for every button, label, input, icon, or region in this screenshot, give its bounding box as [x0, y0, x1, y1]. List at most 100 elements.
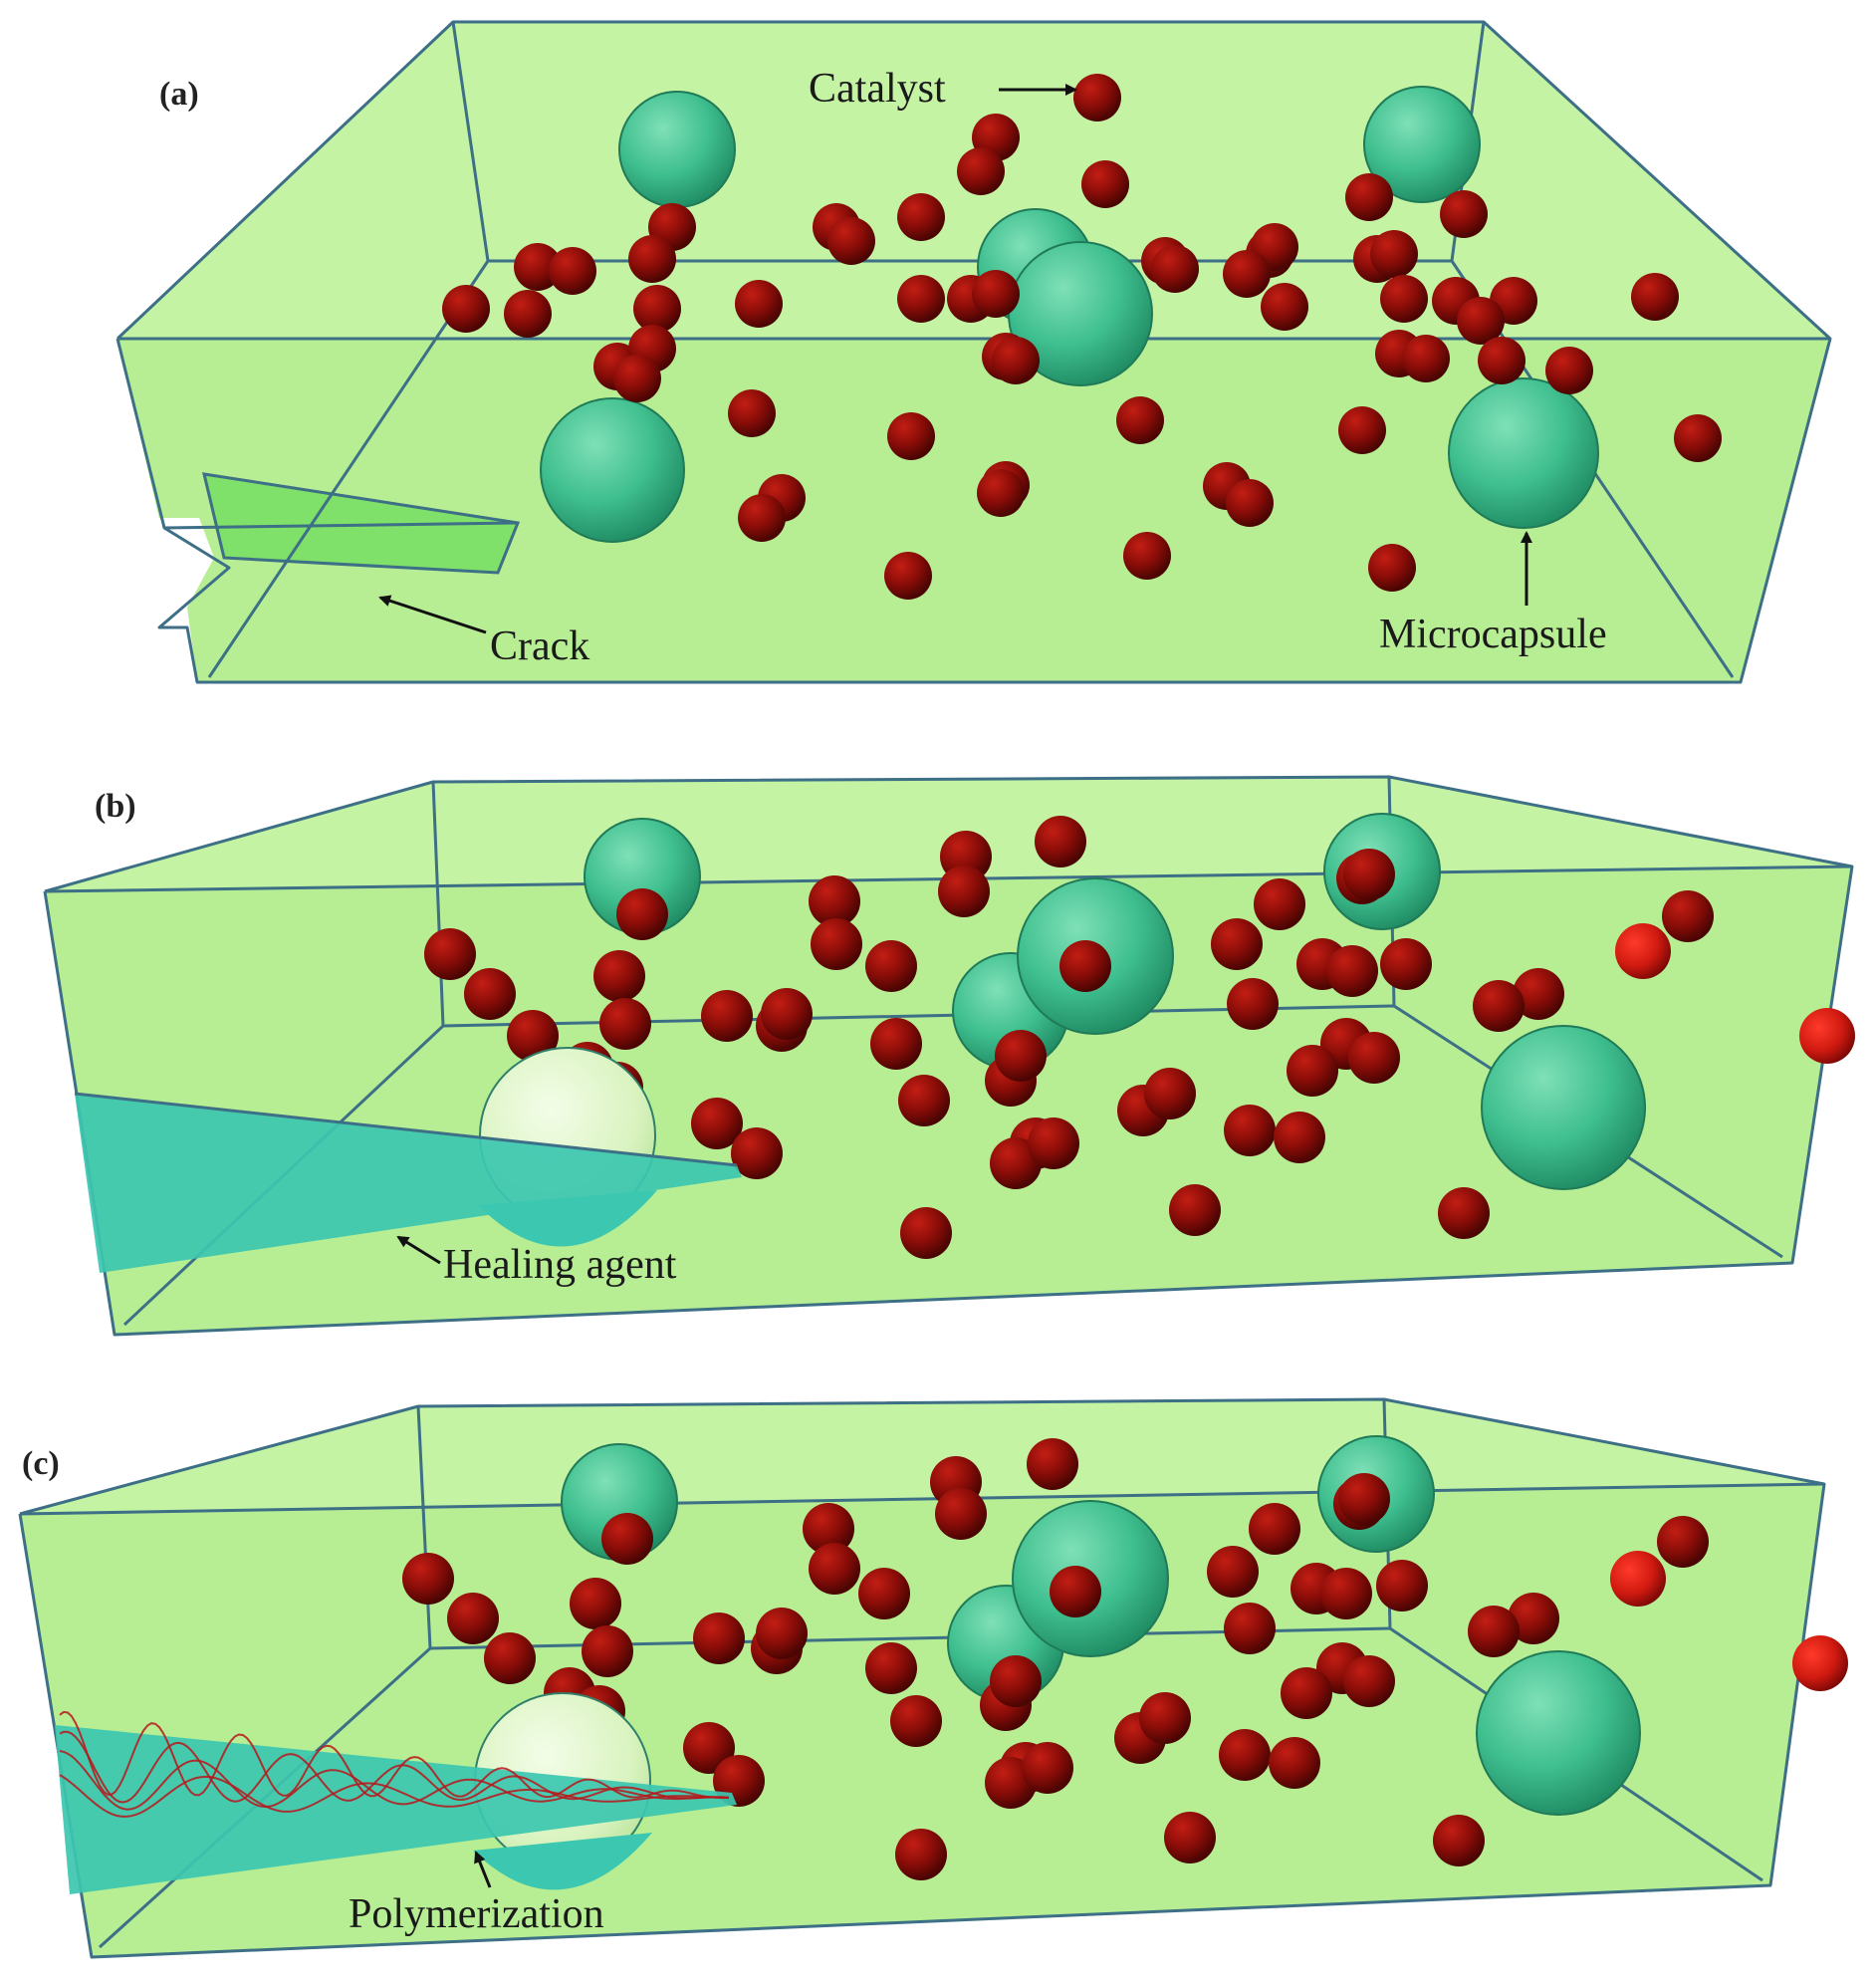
catalyst-particle-icon — [1059, 940, 1111, 992]
catalyst-particle-icon — [1380, 938, 1432, 990]
catalyst-particle-icon — [990, 1655, 1042, 1707]
catalyst-particle-icon — [1345, 173, 1393, 221]
catalyst-particle-icon — [1338, 1473, 1390, 1525]
catalyst-particle-icon — [809, 875, 860, 927]
catalyst-particle-icon — [1468, 1606, 1520, 1657]
polymer-strands — [59, 1710, 730, 1818]
catalyst-particle-icon — [1343, 1655, 1395, 1707]
panel-c: (c) Polymerization — [18, 1397, 1848, 1959]
catalyst-particle-icon — [1281, 1667, 1332, 1719]
catalyst-particle-icon — [442, 285, 490, 333]
catalyst-particle-icon — [1545, 347, 1593, 394]
panel-label-c: (c) — [22, 1445, 60, 1482]
catalyst-particle-icon — [1610, 1551, 1666, 1607]
catalyst-particle-icon — [1254, 878, 1305, 930]
catalyst-particle-icon — [1457, 297, 1505, 345]
catalyst-particle-icon — [1269, 1737, 1320, 1789]
catalyst-particle-icon — [1274, 1112, 1325, 1163]
healing-agent-pool — [478, 1190, 657, 1247]
catalyst-particle-icon — [890, 1695, 942, 1747]
catalyst-particle-icon — [935, 1488, 987, 1540]
catalyst-particle-icon — [887, 412, 935, 460]
panel-b: (b) Healing agent — [43, 775, 1855, 1337]
box-edge-back-left — [416, 1405, 432, 1649]
catalyst-particle-icon — [1261, 283, 1308, 331]
catalyst-particle-icon — [616, 888, 668, 940]
polymer-strand — [59, 1774, 730, 1818]
arrow-icon — [474, 1851, 492, 1888]
microcapsule-icon — [1363, 86, 1481, 203]
polymer-strand — [59, 1730, 730, 1804]
microcapsule-icon — [1476, 1650, 1641, 1816]
crack-edge — [163, 521, 519, 530]
catalyst-particle-icon — [1513, 968, 1564, 1020]
catalyst-particle-icon — [735, 280, 783, 328]
catalyst-particle-icon — [1674, 414, 1722, 462]
catalyst-particle-icon — [1508, 1593, 1559, 1644]
catalyst-particle-icon — [1219, 1729, 1271, 1781]
catalyst-particle-icon — [507, 1010, 559, 1062]
catalyst-particle-icon — [1380, 275, 1428, 323]
catalyst-particle-icon — [1631, 273, 1679, 321]
panel-c-particles — [402, 1435, 1848, 1880]
callout-crack: Crack — [490, 623, 589, 669]
catalyst-particle-icon — [1792, 1635, 1848, 1691]
matrix-front-face — [117, 339, 1830, 682]
box-edge-back-left — [431, 781, 445, 1027]
catalyst-particle-icon — [895, 1829, 947, 1880]
catalyst-particle-icon — [402, 1553, 454, 1605]
catalyst-particle-icon — [1440, 190, 1488, 238]
catalyst-particle-icon — [1438, 1187, 1490, 1239]
panel-b-particles — [424, 813, 1855, 1259]
catalyst-particle-icon — [447, 1593, 499, 1644]
catalyst-particle-icon — [1338, 406, 1386, 454]
catalyst-particle-icon — [424, 928, 476, 980]
catalyst-particle-icon — [1123, 532, 1171, 580]
catalyst-particle-icon — [1139, 1692, 1191, 1744]
callout-healing-agent: Healing agent — [443, 1242, 677, 1288]
catalyst-particle-icon — [1320, 1568, 1372, 1619]
catalyst-particle-icon — [1151, 245, 1199, 293]
catalyst-particle-icon — [1211, 918, 1263, 970]
catalyst-particle-icon — [683, 1722, 735, 1774]
catalyst-particle-icon — [549, 247, 596, 295]
catalyst-particle-icon — [1368, 544, 1416, 592]
box-edge-front-top — [19, 1482, 1825, 1516]
catalyst-particle-icon — [1227, 978, 1279, 1030]
catalyst-particle-icon — [1164, 1812, 1216, 1863]
panel-label-a: (a) — [159, 76, 199, 113]
catalyst-particle-icon — [1370, 230, 1418, 278]
box-edge-back-left — [451, 21, 490, 262]
catalyst-particle-icon — [1207, 1546, 1259, 1598]
catalyst-particle-icon — [858, 1568, 910, 1619]
catalyst-particle-icon — [865, 1642, 917, 1694]
catalyst-particle-icon — [514, 243, 562, 291]
catalyst-particle-icon — [761, 988, 813, 1040]
panel-a-particles — [442, 74, 1722, 600]
catalyst-particle-icon — [1657, 1516, 1709, 1568]
catalyst-particle-icon — [1615, 923, 1671, 979]
catalyst-particle-icon — [1662, 890, 1714, 942]
catalyst-particle-icon — [601, 1513, 653, 1565]
arrow-icon — [378, 595, 487, 634]
catalyst-particle-icon — [1249, 1503, 1300, 1555]
catalyst-particle-icon — [972, 270, 1020, 318]
catalyst-particle-icon — [701, 990, 753, 1042]
healing-agent-pool — [473, 1833, 652, 1890]
catalyst-particle-icon — [570, 1578, 621, 1629]
catalyst-particle-icon — [1073, 74, 1121, 122]
microcapsule-icon — [618, 91, 736, 208]
catalyst-particle-icon — [897, 193, 945, 241]
catalyst-particle-icon — [693, 1613, 745, 1664]
catalyst-particle-icon — [1473, 980, 1524, 1032]
catalyst-particle-icon — [1050, 1566, 1101, 1617]
polymer-strand — [59, 1750, 730, 1811]
catalyst-particle-icon — [938, 866, 990, 917]
catalyst-particle-icon — [731, 1127, 783, 1179]
microcapsule-icon — [540, 397, 685, 543]
catalyst-particle-icon — [870, 1018, 922, 1070]
catalyst-particle-icon — [827, 217, 875, 265]
panel-a: (a) Catalyst Microcapsule Crack — [116, 20, 1832, 687]
catalyst-particle-icon — [1402, 335, 1450, 382]
